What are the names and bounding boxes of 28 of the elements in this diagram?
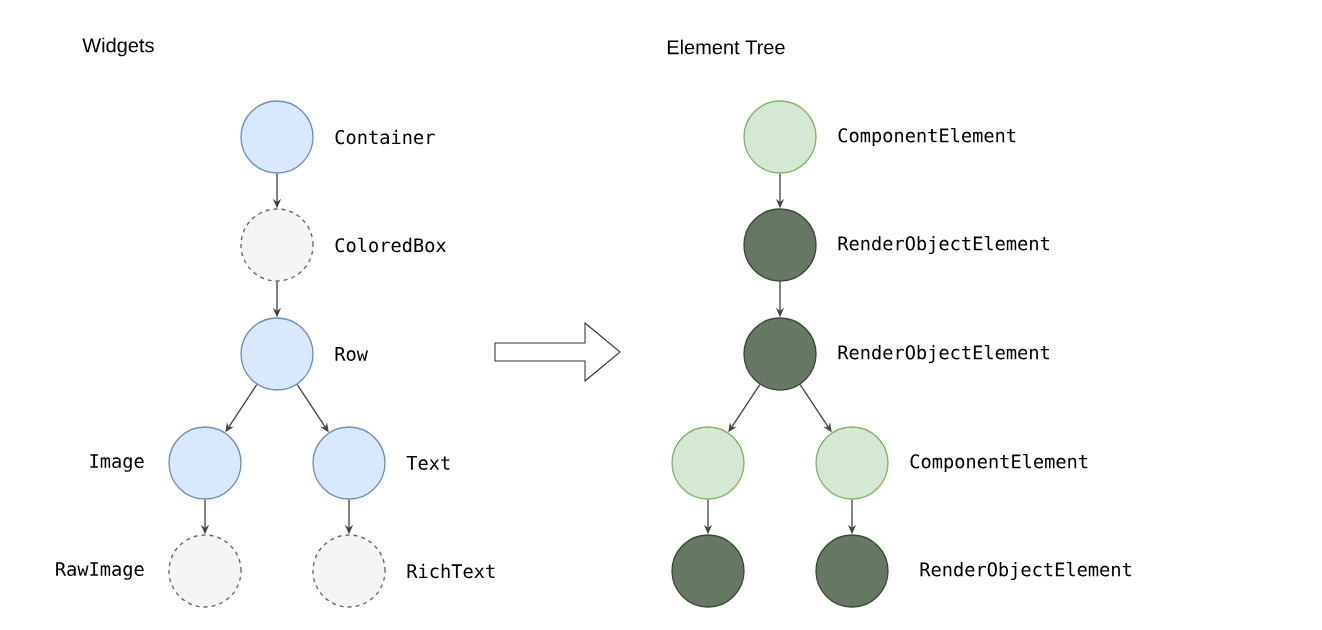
node-label: Row (335, 347, 368, 361)
tree-node-circle (815, 534, 889, 608)
node-label: ColoredBox (335, 237, 446, 253)
node-label: ComponentElement (838, 127, 1016, 147)
node-label: ComponentElement (910, 453, 1088, 473)
node-label: RawImage (56, 562, 144, 580)
tree-node-circle (168, 534, 242, 608)
node-label: RenderObjectElement (838, 344, 1049, 364)
tree-node-circle (312, 534, 386, 608)
tree-node-circle (815, 426, 889, 500)
node-label: Image (90, 454, 144, 472)
node-label: RenderObjectElement (920, 561, 1131, 581)
node-label: RichText (407, 563, 495, 579)
node-label: Text (406, 456, 450, 470)
tree-node-circle (240, 317, 314, 391)
node-label: RenderObjectElement (838, 235, 1049, 255)
tree-node-circle (240, 100, 314, 174)
tree-node-circle (743, 317, 817, 391)
tree-node-circle (743, 208, 817, 282)
tree-node-circle (743, 100, 817, 174)
node-label: Container (335, 129, 435, 145)
panel-title: Element Tree (667, 39, 785, 55)
tree-node-circle (168, 426, 242, 500)
tree-node-circle (240, 208, 314, 282)
tree-node-circle (671, 426, 745, 500)
tree-node-circle (312, 426, 386, 500)
panel-title: Widgets (82, 37, 154, 57)
tree-node-circle (671, 534, 745, 608)
